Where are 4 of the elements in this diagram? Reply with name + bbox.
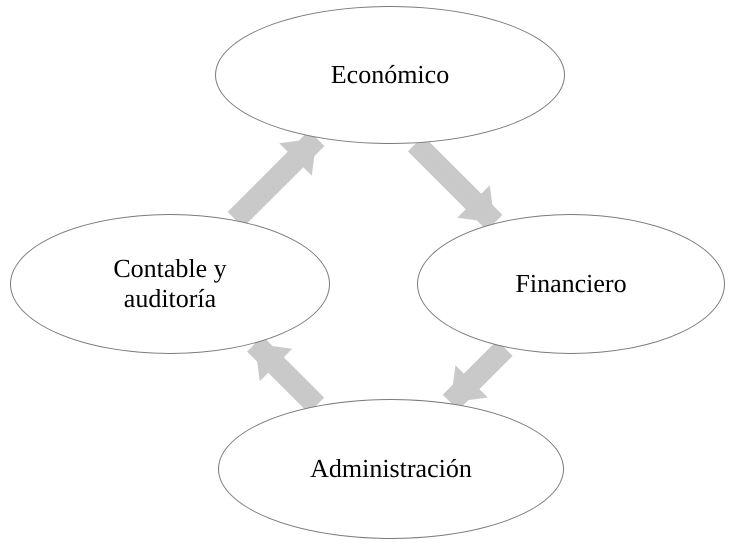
- node-label: Financiero: [515, 269, 627, 299]
- node-label: Administración: [310, 454, 472, 484]
- node-label: Contable y auditoría: [112, 254, 228, 314]
- node-label: Económico: [330, 60, 450, 90]
